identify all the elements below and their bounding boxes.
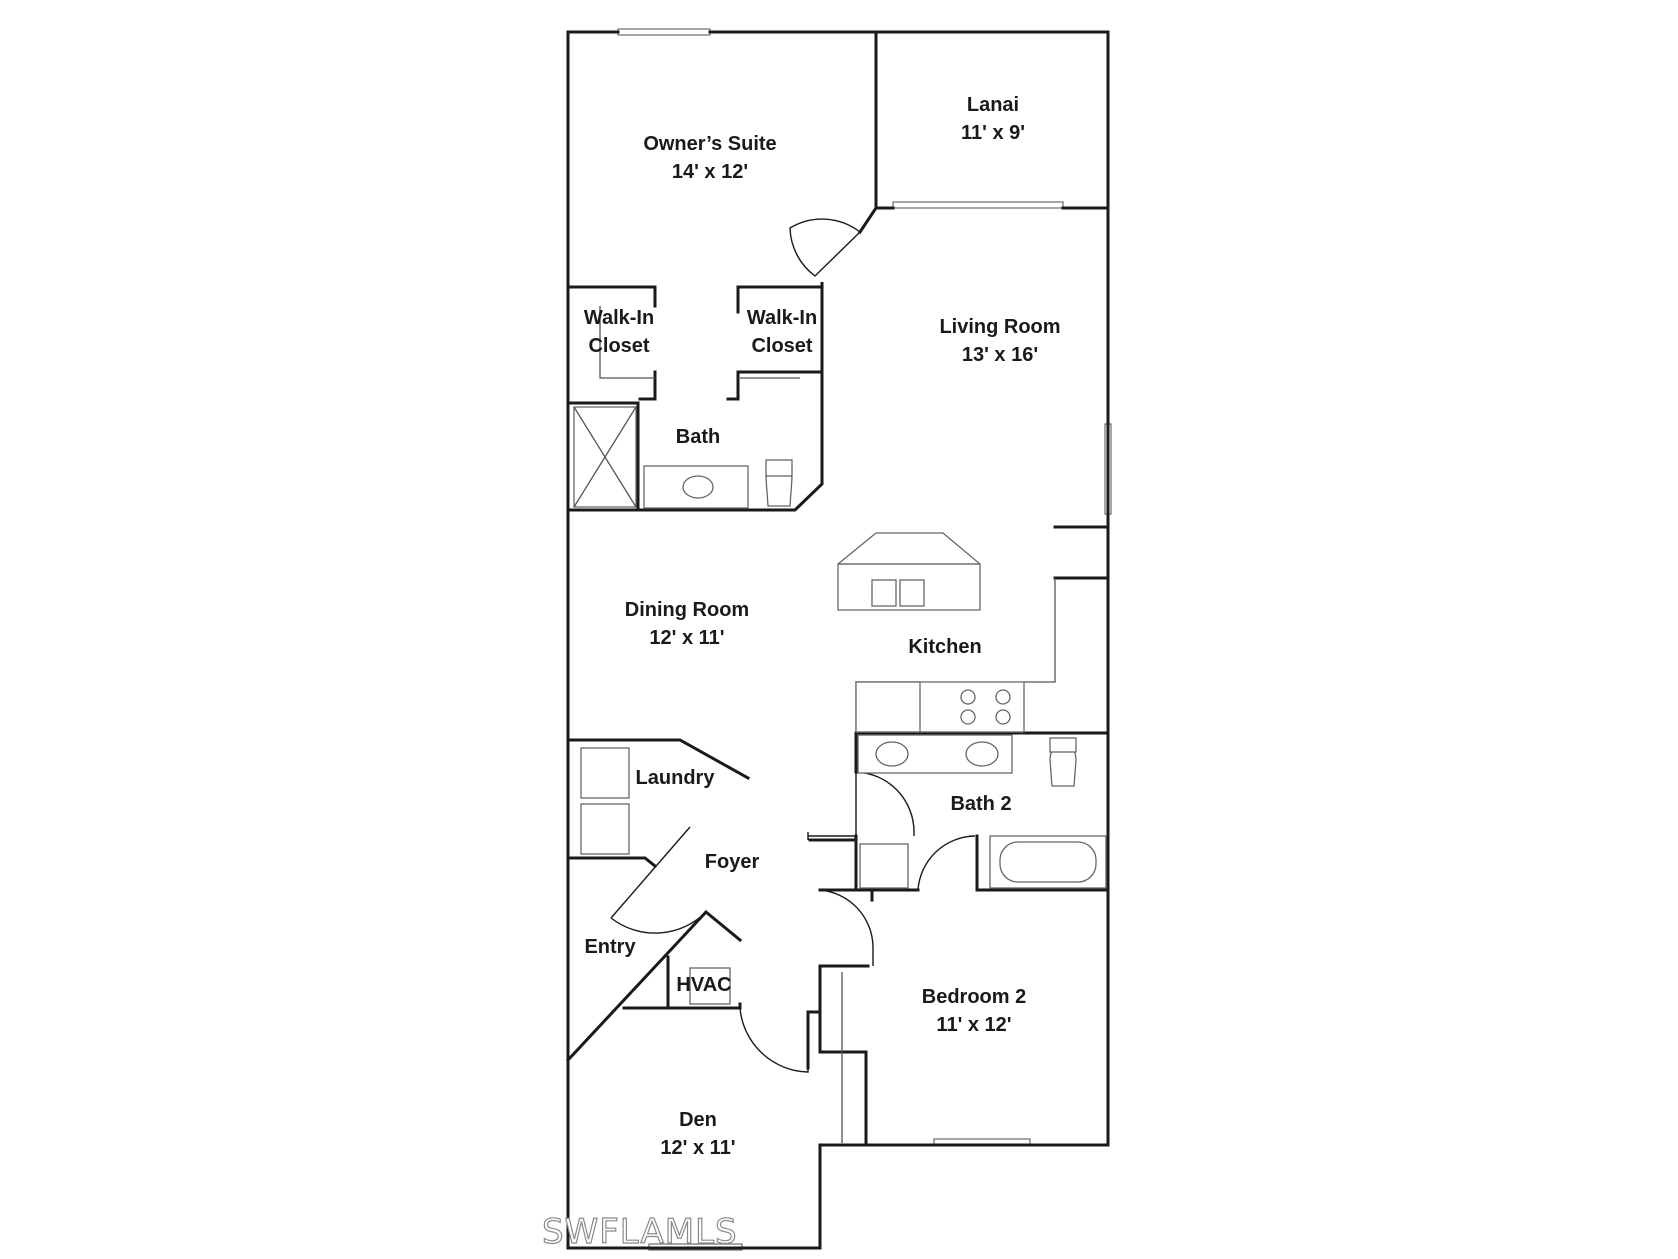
walk-in-closet-1-line2: Closet: [588, 335, 650, 357]
bath-name: Bath: [675, 426, 721, 448]
owners-suite-label: Owner’s Suite 14' x 12': [643, 130, 776, 186]
dining-room-name: Dining Room: [624, 599, 750, 621]
living-room-label: Living Room 13' x 16': [939, 313, 1060, 369]
foyer-label: Foyer: [705, 848, 759, 876]
kitchen-label: Kitchen: [908, 633, 981, 661]
living-room-size: 13' x 16': [961, 344, 1039, 366]
entry-name: Entry: [584, 936, 636, 958]
lanai-size: 11' x 9': [960, 122, 1026, 144]
walk-in-closet-1-line1: Walk-In: [583, 307, 655, 329]
bath-2-label: Bath 2: [950, 790, 1011, 818]
kitchen-name: Kitchen: [908, 636, 982, 658]
hvac-label: HVAC: [676, 971, 731, 999]
bedroom-2-label: Bedroom 2 11' x 12': [922, 983, 1026, 1039]
bedroom-2-size: 11' x 12': [936, 1014, 1012, 1036]
walk-in-closet-2-line2: Closet: [751, 335, 813, 357]
foyer-name: Foyer: [704, 851, 760, 873]
den-size: 12' x 11': [660, 1137, 736, 1159]
doors: [610, 218, 976, 1073]
laundry-label: Laundry: [636, 764, 715, 792]
owners-suite-size: 14' x 12': [671, 161, 749, 183]
lanai-label: Lanai 11' x 9': [961, 91, 1025, 147]
lanai-name: Lanai: [966, 94, 1020, 116]
walk-in-closet-1-label: Walk-In Closet: [584, 304, 654, 360]
dining-room-label: Dining Room 12' x 11': [625, 596, 749, 652]
den-label: Den 12' x 11': [660, 1106, 735, 1162]
bedroom-2-name: Bedroom 2: [921, 986, 1027, 1008]
den-name: Den: [679, 1109, 717, 1131]
hvac-name: HVAC: [676, 974, 732, 996]
laundry-name: Laundry: [635, 767, 715, 789]
bath-label: Bath: [676, 423, 720, 451]
watermark: SWFLAMLS: [541, 1211, 738, 1252]
walk-in-closet-2-line1: Walk-In: [746, 307, 818, 329]
dining-room-size: 12' x 11': [649, 627, 725, 649]
bath-2-name: Bath 2: [950, 793, 1012, 815]
living-room-name: Living Room: [939, 316, 1061, 338]
entry-label: Entry: [584, 933, 635, 961]
fixtures: [573, 306, 1107, 1143]
walk-in-closet-2-label: Walk-In Closet: [747, 304, 817, 360]
owners-suite-name: Owner’s Suite: [643, 133, 777, 155]
